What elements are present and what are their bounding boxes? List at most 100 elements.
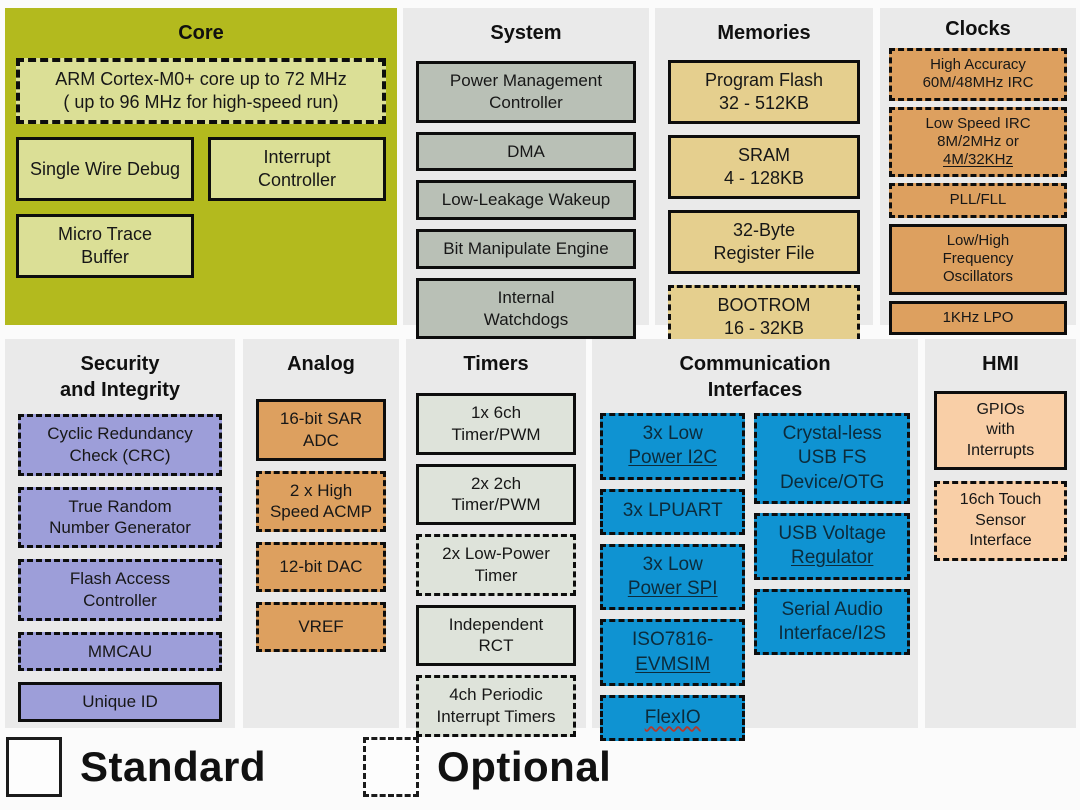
block-label-line: High Accuracy — [930, 56, 1026, 73]
diagram-block: ISO7816-EVMSIM — [600, 619, 746, 686]
block-label-line: BOOTROM — [717, 295, 811, 316]
panel-core-blocks: ARM Cortex-M0+ core up to 72 MHz ( up to … — [5, 46, 397, 290]
block-label-line: Program Flash — [704, 70, 824, 90]
block-label-line: Bit Manipulate Engine — [443, 239, 609, 258]
panel-title-timers: Timers — [463, 353, 529, 375]
block-label-line: EVMSIM — [635, 653, 711, 675]
block-label-line: 3x LPUART — [622, 500, 723, 522]
block-label-line: Frequency — [942, 250, 1014, 268]
block-label-line: 32 - 512KB — [718, 93, 810, 114]
block-label-line: Power I2C — [628, 447, 718, 469]
panel-title-memories: Memories — [717, 22, 811, 44]
block-label-line: 60M/48MHz IRC — [922, 74, 1034, 92]
diagram-block: 16-bit SAR ADC — [256, 399, 386, 461]
block-label-line: VREF — [298, 617, 344, 637]
block-label-line: 3x Low — [642, 423, 703, 444]
block-label-line: 16ch Touch — [959, 491, 1042, 509]
block-label-line: FlexIO — [644, 706, 701, 728]
block-label-line: DMA — [507, 141, 545, 161]
standard-label: Standard — [80, 743, 267, 790]
block-label-line: ADC — [303, 430, 339, 450]
block-label-line: Low/High — [946, 231, 1010, 249]
diagram-block: 1KHz LPO — [889, 300, 1067, 335]
panel-title-analog: Analog — [287, 353, 355, 375]
block-label-line: Interrupts — [966, 441, 1035, 459]
diagram-block: MMCAU — [18, 631, 222, 672]
block-label-line: Register File — [713, 243, 815, 264]
legend: Standard Optional — [6, 737, 611, 797]
block-label-line: Controller — [257, 170, 337, 191]
optional-label: Optional — [437, 743, 612, 790]
block-label-line: PLL/FLL — [949, 191, 1007, 209]
diagram-block: FlexIO — [600, 694, 746, 741]
legend-item-optional: Optional — [363, 737, 611, 797]
block-label-line: Low Speed IRC — [925, 114, 1031, 132]
block-label-line: Sensor — [975, 511, 1026, 529]
block-label-line: 4 - 128KB — [723, 168, 805, 189]
block-label-line: Buffer — [81, 247, 129, 268]
block-label-line: Cyclic Redundancy — [47, 424, 193, 443]
block-label-line: SRAM — [737, 145, 790, 166]
block-label-line: Timer/PWM — [451, 424, 541, 444]
block-label-line: 16-bit SAR — [279, 409, 363, 428]
diagram-block: Single Wire Debug — [16, 137, 194, 202]
block-label-line: with — [986, 421, 1015, 439]
block-label-line: Watchdogs — [483, 309, 569, 329]
diagram-block: PLL/FLL — [889, 183, 1067, 218]
block-label-line: Controller — [489, 92, 563, 112]
block-label-line: USB FS — [797, 447, 867, 469]
diagram-block: 3x LPUART — [600, 488, 746, 535]
block-label-line: 32-Byte — [732, 220, 796, 241]
block-label-line: Unique ID — [82, 692, 158, 712]
diagram-block: Unique ID — [18, 682, 222, 722]
diagram-block: Low-Leakage Wakeup — [416, 180, 636, 220]
panel-title-hmi: HMI — [982, 353, 1019, 375]
diagram-block: Bit Manipulate Engine — [416, 229, 636, 269]
diagram-block: ARM Cortex-M0+ core up to 72 MHz ( up to … — [16, 58, 386, 125]
block-label-line: 4M/32KHz — [942, 151, 1014, 169]
block-label-line: Oscillators — [942, 268, 1013, 286]
block-label-line: 8M/2MHz or — [937, 132, 1019, 150]
block-label-line: Power SPI — [627, 577, 718, 599]
block-label-line: 1KHz LPO — [942, 308, 1014, 326]
block-label-line: ( up to 96 MHz for high-speed run) — [63, 92, 339, 113]
block-label-line: ARM Cortex-M0+ core up to 72 MHz — [55, 69, 347, 89]
block-label-line: Independent — [448, 614, 544, 634]
block-label-line: Number Generator — [49, 518, 191, 538]
block-label-line: Regulator — [791, 547, 874, 569]
block-label-line: Power Management — [449, 71, 603, 90]
block-label-line: Micro Trace — [57, 224, 153, 245]
block-label-line: True Random — [68, 496, 172, 516]
diagram-block: DMA — [416, 131, 636, 172]
block-label-line: 4ch Periodic — [449, 685, 543, 704]
